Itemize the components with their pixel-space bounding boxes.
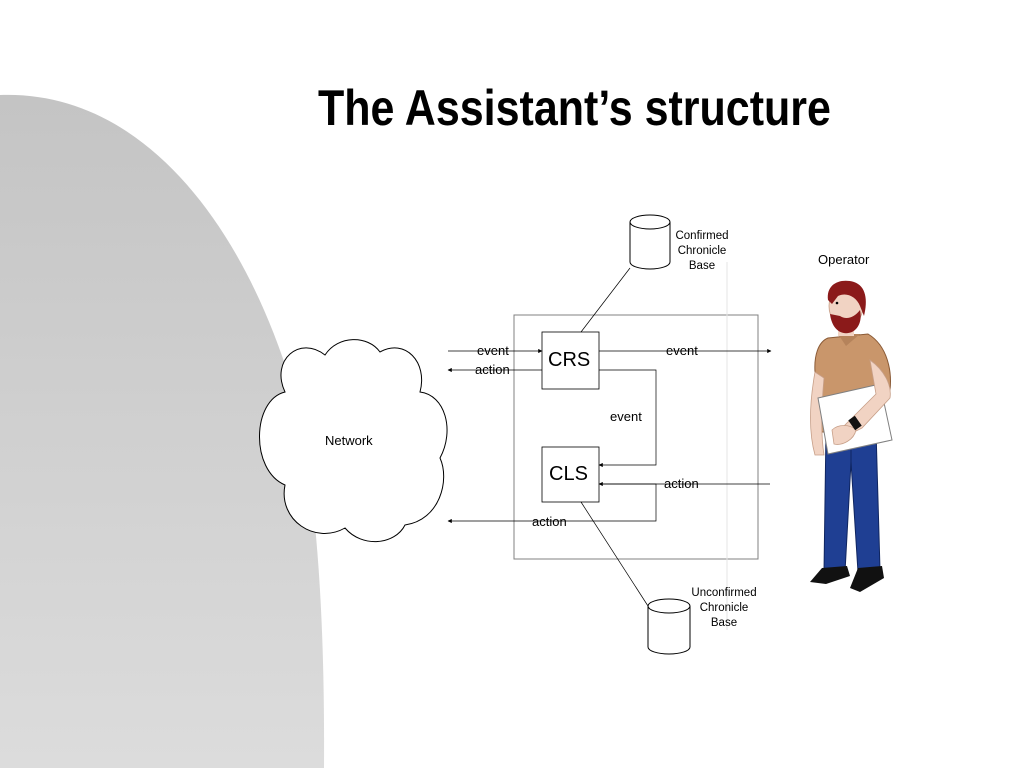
arrow-label-operator-to-cls: action	[664, 476, 699, 491]
arrow-label-cls-to-net: action	[532, 514, 567, 529]
arrow-label-crs-to-net: action	[475, 362, 510, 377]
arrow-label-crs-to-operator: event	[666, 343, 698, 358]
cls-label: CLS	[549, 463, 588, 485]
slide-title: The Assistant’s structure	[318, 80, 831, 136]
confirmed-base-cylinder	[629, 214, 671, 270]
arrow-cls-to-net	[447, 483, 657, 524]
arrow-label-net-to-crs: event	[477, 343, 509, 358]
crs-box	[541, 331, 600, 390]
cls-box	[541, 446, 600, 503]
assistant-frame	[513, 314, 759, 560]
operator-figure	[810, 280, 893, 592]
arrow-crs-to-cls	[598, 369, 657, 468]
crs-label: CRS	[548, 349, 591, 371]
arrow-label-crs-to-cls: event	[610, 409, 642, 424]
unconfirmed-base-label: Unconfirmed Chronicle Base	[691, 587, 757, 629]
confirmed-base-label: Confirmed Chronicle Base	[675, 230, 729, 272]
cls-to-unconfirmed-line	[580, 501, 649, 607]
network-cloud	[259, 339, 448, 542]
unconfirmed-base-cylinder	[647, 598, 691, 655]
network-label: Network	[325, 433, 373, 448]
crs-to-confirmed-line	[580, 267, 631, 333]
operator-label: Operator	[818, 252, 870, 267]
